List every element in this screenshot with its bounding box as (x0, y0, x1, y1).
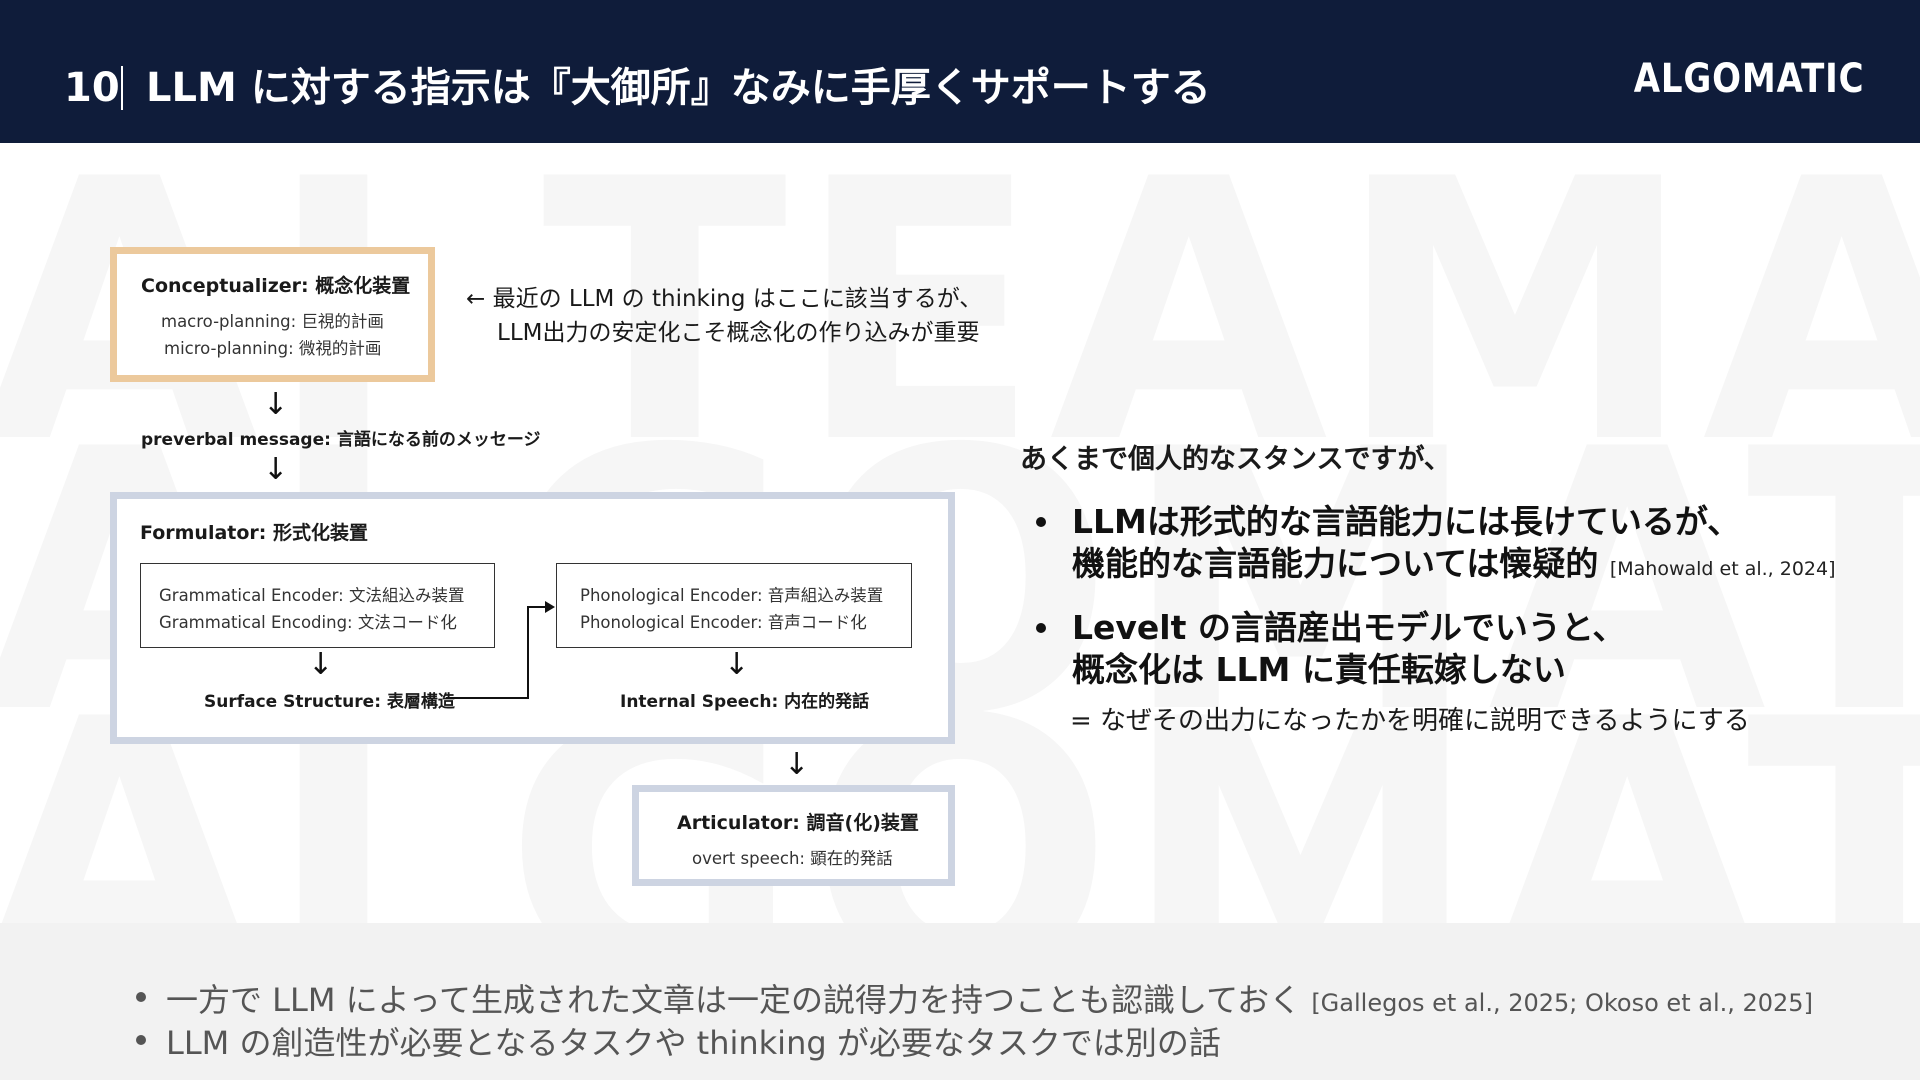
connector-line (446, 697, 529, 699)
citation: [Mahowald et al., 2024] (1609, 558, 1836, 580)
arrow-down-icon: ↓ (263, 387, 289, 422)
grammatical-encoder-label: Grammatical Encoder: 文法組込み装置 (159, 586, 465, 605)
articulator-title: Articulator: 調音(化)装置 (677, 812, 919, 834)
phonological-encoder-label: Phonological Encoder: 音声組込み装置 (580, 586, 884, 605)
brand-logo: ALGOMATIC (1633, 56, 1864, 102)
arrow-down-icon: ↓ (784, 747, 810, 782)
articulator-box (632, 785, 955, 886)
bullet-item: LLMは形式的な言語能力には長けているが、 機能的な言語能力については懐疑的 [… (1036, 501, 1836, 590)
arrow-down-icon: ↓ (724, 647, 750, 682)
bullet-dot (1036, 623, 1046, 633)
grammatical-encoding-label: Grammatical Encoding: 文法コード化 (159, 613, 457, 632)
thinking-annotation: ← 最近の LLM の thinking はここに該当するが、 LLM出力の安定… (466, 282, 982, 350)
preverbal-message: preverbal message: 言語になる前のメッセージ (141, 430, 541, 450)
bullet-line-1: LLMは形式的な言語能力には長けているが、 (1072, 502, 1741, 541)
footer-citation: [Gallegos et al., 2025; Okoso et al., 20… (1311, 989, 1813, 1017)
footer-item-text: 一方で LLM によって生成された文章は一定の説得力を持つことも認識しておく (166, 981, 1302, 1019)
grammatical-encoder-box (140, 563, 495, 648)
arrow-down-icon: ↓ (263, 452, 289, 487)
title-separator (121, 66, 123, 110)
bullet-dot (1036, 517, 1046, 527)
connector-line (527, 606, 551, 608)
explanation-note: = なぜその出力になったかを明確に説明できるようにする (1070, 706, 1750, 736)
bullet-line-2: 概念化は LLM に責任転嫁しない (1072, 650, 1566, 689)
footer-bullet-dot (136, 992, 146, 1002)
bullet-item: Levelt の言語産出モデルでいうと、 概念化は LLM に責任転嫁しない (1036, 607, 1626, 691)
arrow-right-icon (545, 601, 555, 613)
footer-panel: 一方で LLM によって生成された文章は一定の説得力を持つことも認識しておく [… (0, 923, 1920, 1080)
phonological-encoder-box (556, 563, 912, 648)
micro-planning-label: micro-planning: 微視的計画 (164, 339, 382, 358)
footer-item: LLM の創造性が必要となるタスクや thinking が必要なタスクでは別の話 (166, 1024, 1221, 1062)
annotation-line-1: ← 最近の LLM の thinking はここに該当するが、 (466, 286, 983, 312)
formulator-title: Formulator: 形式化装置 (140, 522, 369, 544)
bullet-line-2: 機能的な言語能力については懐疑的 [Mahowald et al., 2024] (1072, 543, 1836, 590)
connector-line (527, 606, 529, 699)
bullet-line-1: Levelt の言語産出モデルでいうと、 (1072, 608, 1626, 647)
bullet-line-2-text: 機能的な言語能力については懐疑的 (1072, 544, 1599, 583)
surface-structure-label: Surface Structure: 表層構造 (204, 692, 455, 712)
slide-header: 10 LLM に対する指示は『大御所』なみに手厚くサポートする ALGOMATI… (0, 0, 1920, 143)
annotation-line-2: LLM出力の安定化こそ概念化の作り込みが重要 (497, 320, 980, 346)
footer-bullet-dot (136, 1035, 146, 1045)
conceptualizer-title: Conceptualizer: 概念化装置 (141, 275, 411, 297)
macro-planning-label: macro-planning: 巨視的計画 (161, 312, 384, 331)
slide-number: 10 (64, 65, 120, 111)
slide-title: LLM に対する指示は『大御所』なみに手厚くサポートする (146, 65, 1211, 111)
arrow-down-icon: ↓ (308, 647, 334, 682)
conceptualizer-box (110, 247, 435, 382)
overt-speech-label: overt speech: 顕在的発話 (692, 849, 893, 868)
internal-speech-label: Internal Speech: 内在的発話 (620, 692, 870, 712)
intro-text: あくまで個人的なスタンスですが、 (1020, 444, 1451, 475)
phonological-encoding-label: Phonological Encoder: 音声コード化 (580, 613, 867, 632)
footer-item: 一方で LLM によって生成された文章は一定の説得力を持つことも認識しておく [… (166, 975, 1813, 1021)
